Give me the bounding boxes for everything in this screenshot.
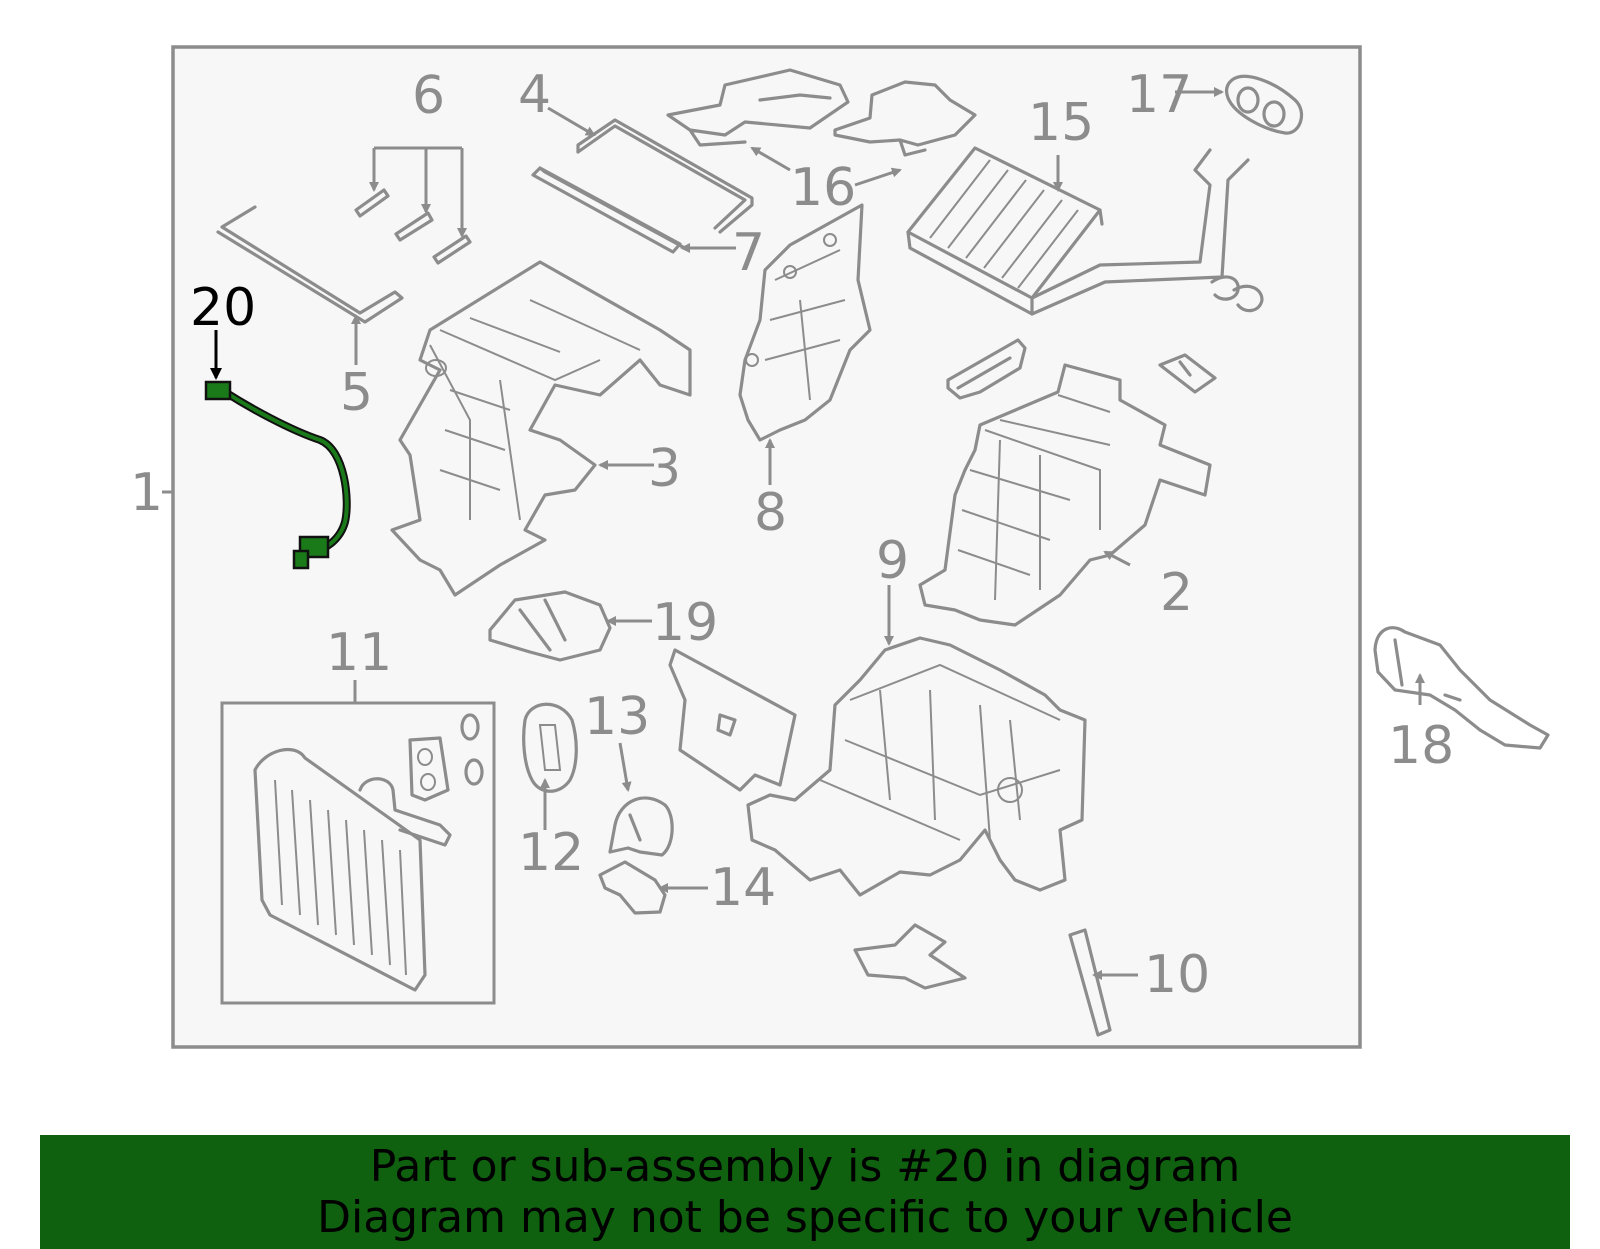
part-13-bracket	[608, 796, 674, 857]
callout-13: 13	[584, 687, 650, 747]
part-10-drain-tube	[1068, 928, 1112, 1037]
callout-20: 20	[190, 278, 256, 338]
callout-6: 6	[412, 66, 445, 126]
callout-15: 15	[1028, 93, 1094, 153]
bracket-top	[946, 338, 1027, 400]
callout-1: 1	[130, 463, 163, 523]
callout-17: 17	[1126, 65, 1192, 125]
banner-line-1: Part or sub-assembly is #20 in diagram	[369, 1141, 1241, 1192]
part-9-pad	[853, 923, 967, 990]
callout-18: 18	[1388, 716, 1454, 776]
part-3-left-case	[390, 260, 692, 597]
callout-8: 8	[754, 483, 787, 543]
callout-10: 10	[1144, 945, 1210, 1005]
callout-19: 19	[652, 593, 718, 653]
callout-7: 7	[732, 223, 765, 283]
part-2-right-case	[918, 363, 1212, 627]
callout-4: 4	[518, 65, 551, 125]
part-8-panel	[738, 203, 872, 442]
part-4-rod	[576, 118, 754, 234]
part-16-ducts	[666, 68, 977, 157]
part-11-inset-box	[220, 701, 496, 1005]
callout-5: 5	[340, 363, 373, 423]
leader-lines	[162, 87, 1425, 980]
part-9-lower-case	[746, 636, 1087, 897]
assembly-frame	[171, 45, 1362, 1049]
callout-9: 9	[876, 531, 909, 591]
info-banner: Part or sub-assembly is #20 in diagram D…	[40, 1135, 1570, 1249]
insulation-sheet	[668, 648, 797, 792]
callout-11: 11	[326, 623, 392, 683]
callout-3: 3	[648, 439, 681, 499]
part-14-bracket	[598, 860, 667, 915]
part-19-duct	[488, 590, 612, 662]
part-5-rod	[216, 205, 404, 324]
bracket-right	[1158, 353, 1217, 394]
part-17-grommet	[1225, 74, 1304, 135]
callout-14: 14	[710, 858, 776, 918]
part-12-grommet	[522, 702, 578, 793]
part-15-heater-core	[906, 146, 1264, 316]
banner-line-2: Diagram may not be specific to your vehi…	[317, 1192, 1293, 1243]
callout-16: 16	[790, 158, 856, 218]
part-6-clips	[354, 146, 472, 265]
callout-2: 2	[1160, 563, 1193, 623]
part-11-evaporator	[253, 713, 484, 992]
part-18-duct	[1373, 626, 1550, 750]
callout-12: 12	[518, 823, 584, 883]
part-20-wiring-harness[interactable]	[204, 380, 351, 570]
